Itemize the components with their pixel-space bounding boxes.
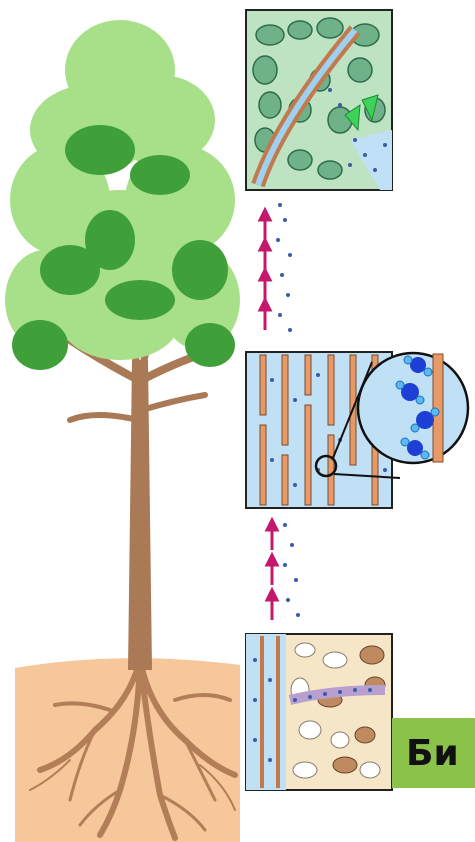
- leaf-cross-section-icon: [246, 10, 392, 190]
- water-molecule-zoom-icon: [358, 353, 468, 463]
- root-cross-section-icon: [246, 634, 392, 790]
- upward-flow-arrows-lower: [267, 520, 300, 620]
- tree-canopy-icon: [5, 20, 240, 370]
- caption-label: Би: [392, 718, 475, 788]
- caption-text: Би: [406, 733, 459, 774]
- upward-flow-arrows-upper: [260, 203, 292, 332]
